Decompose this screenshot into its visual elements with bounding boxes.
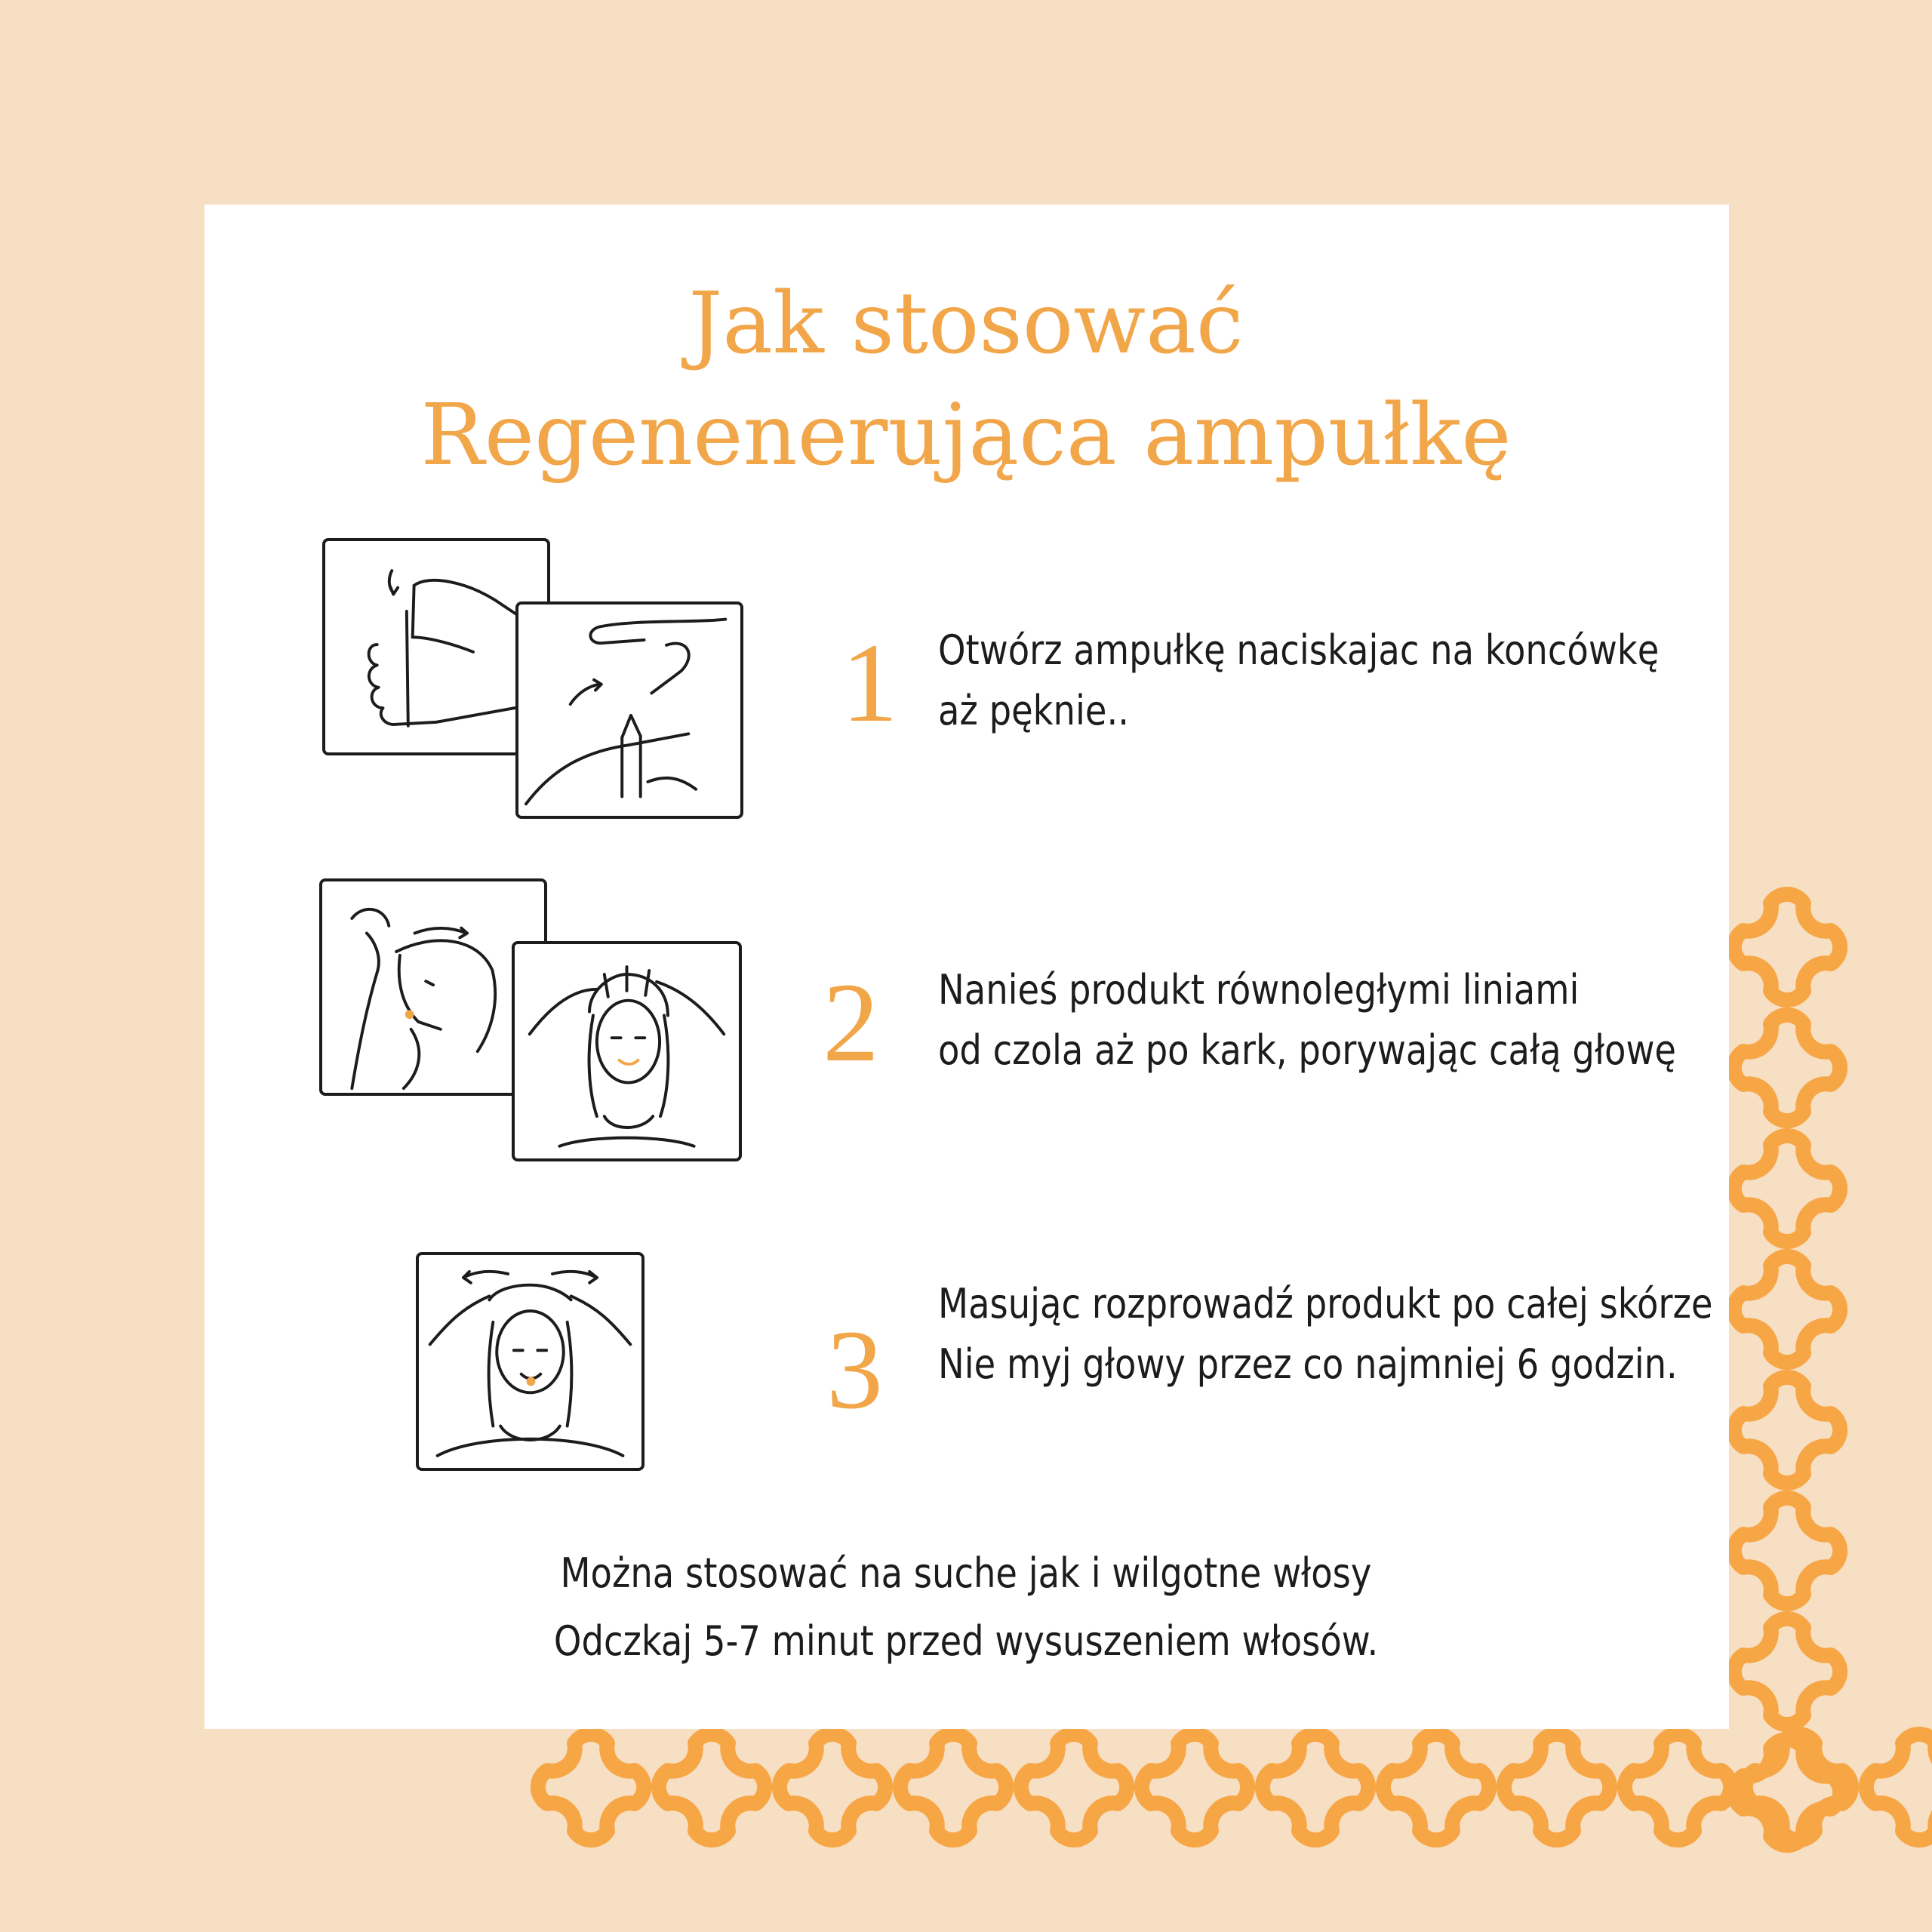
page-title: Jak stosować Regenenerująca ampułkę (0, 268, 1932, 491)
massage-icon (416, 1252, 645, 1471)
usage-note-line-2: Odczkaj 5-7 minut przed wysuszeniem włos… (553, 1617, 1379, 1665)
usage-note: Można stosować na suche jak i wilgotne w… (0, 1540, 1932, 1675)
step-2-line-2: od czola aż po kark, porywając całą głow… (938, 1026, 1677, 1074)
step-3-line-1: Masując rozprowadź produkt po całej skór… (938, 1280, 1713, 1327)
title-line-1: Jak stosować (688, 275, 1244, 373)
step-1-line-1: Otwórz ampułkę naciskajac na koncówkę (938, 626, 1660, 674)
usage-note-line-1: Można stosować na suche jak i wilgotne w… (560, 1549, 1372, 1597)
ampoule-snap-icon (515, 601, 743, 819)
step-1-line-2: aż pęknie.. (938, 687, 1129, 734)
step-3-text: Masując rozprowadź produkt po całej skór… (938, 1274, 1712, 1395)
title-line-2: Regenenerująca ampułkę (420, 386, 1512, 485)
ampoule-open-icon (322, 538, 550, 755)
step-3-number: 3 (826, 1307, 883, 1432)
step-3-line-2: Nie myj głowy przez co najmniej 6 godzin… (938, 1340, 1678, 1388)
apply-front-icon (512, 941, 742, 1161)
step-2-line-1: Nanieś produkt równoległymi liniami (938, 966, 1580, 1014)
apply-side-icon (319, 878, 547, 1096)
step-2-number: 2 (823, 960, 879, 1085)
step-1-number: 1 (841, 620, 898, 746)
step-1-text: Otwórz ampułkę naciskajac na koncówkę aż… (938, 620, 1659, 741)
step-2-text: Nanieś produkt równoległymi liniami od c… (938, 960, 1676, 1081)
